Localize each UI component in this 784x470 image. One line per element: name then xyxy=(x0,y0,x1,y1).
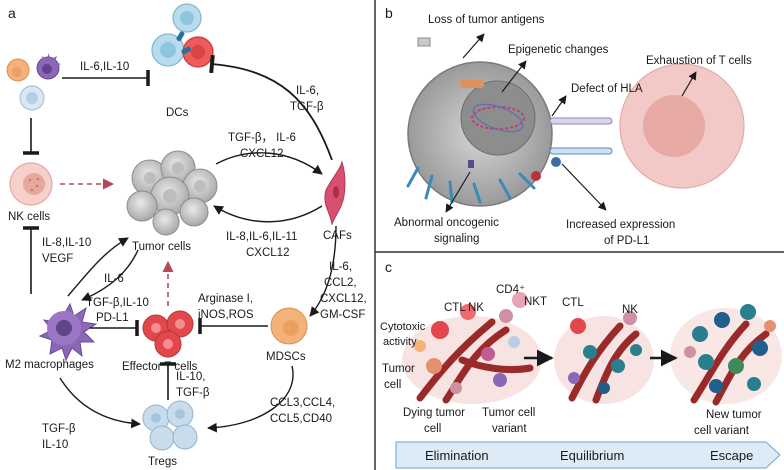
label-variant-l1: Tumor cell xyxy=(482,407,535,419)
arrow-loss-antigens xyxy=(462,33,485,59)
stage-progress-bar xyxy=(395,441,781,469)
label-il8-il6-il11-l1: IL-8,IL-6,IL-11 xyxy=(226,231,297,243)
arrow-mdsc-to-tregs xyxy=(207,365,294,433)
m2-macrophage xyxy=(38,302,98,362)
tumor-scene-elimination xyxy=(402,292,542,404)
label-caf-mdsc-l3: CXCL12, xyxy=(320,293,367,305)
arrow-caf-to-tumor xyxy=(213,205,323,223)
label-il10-tgfb-l1: IL-10, xyxy=(176,371,205,383)
label-caf-mdsc-l2: CCL2, xyxy=(324,277,357,289)
tumor-cells xyxy=(126,150,218,236)
label-cytotoxic-l2: activity xyxy=(383,336,417,348)
label-tgfb-il6-l2: CXCL12 xyxy=(240,148,283,160)
arrow-tumor-to-m2 xyxy=(81,249,139,302)
stage-escape: Escape xyxy=(710,448,753,463)
label-tgfb-il6-l1: TGF-β， IL-6 xyxy=(228,132,296,144)
label-dying-l2: cell xyxy=(424,423,441,435)
label-mdscs: MDSCs xyxy=(266,351,306,363)
label-cafs: CAFs xyxy=(323,230,352,242)
arrow-oncogenic xyxy=(445,171,471,213)
label-nk-1: NK xyxy=(468,302,484,314)
label-ctl-2: CTL xyxy=(562,297,584,309)
arrow-m2-to-tregs xyxy=(59,377,141,429)
synapse-receptors xyxy=(406,37,613,204)
nk-cells xyxy=(9,162,53,206)
label-il6-m2: IL-6 xyxy=(104,273,124,285)
caf-cell xyxy=(324,160,346,226)
tregs xyxy=(142,400,198,451)
label-tumor-cell-l2: cell xyxy=(384,379,401,391)
panel-c-label: c xyxy=(385,259,392,275)
arrow-caf-to-mdsc xyxy=(309,225,337,317)
inhibit-caf-to-dcs xyxy=(209,54,333,161)
label-nk-cells: NK cells xyxy=(8,211,50,223)
label-caf-mdsc-l4: GM-CSF xyxy=(320,309,365,321)
label-arginase-l1: Arginase I, xyxy=(198,293,253,305)
label-il8-il10-l1: IL-8,IL-10 xyxy=(42,237,91,249)
arrow-exhaustion xyxy=(681,71,697,97)
arrow-defect-hla xyxy=(551,95,567,117)
panel-b-label: b xyxy=(385,5,393,21)
effector-t-cells xyxy=(142,310,194,358)
label-arginase-l2: iNOS,ROS xyxy=(198,309,254,321)
label-il10-tgfb-l2: TGF-β xyxy=(176,387,210,399)
arrow-tumor-to-caf xyxy=(215,152,323,175)
label-ccl-l2: CCL5,CD40 xyxy=(270,413,332,425)
t-cell-large xyxy=(619,63,745,189)
stage-equilibrium: Equilibrium xyxy=(560,448,624,463)
label-il8-il6-il11-l2: CXCL12 xyxy=(246,247,289,259)
label-ccl-l1: CCL3,CCL4, xyxy=(270,397,335,409)
label-new-variant-l1: New tumor xyxy=(706,409,762,421)
label-epigenetic: Epigenetic changes xyxy=(508,44,609,56)
label-variant-l2: variant xyxy=(492,423,527,435)
innate-cell-cluster xyxy=(6,53,61,111)
tumor-cell-large xyxy=(407,61,553,207)
label-tumor-cells: Tumor cells xyxy=(132,241,191,253)
label-dying-l1: Dying tumor xyxy=(403,407,465,419)
label-exhaustion: Exhaustion of T cells xyxy=(646,55,752,67)
arrow-m2-to-tumor xyxy=(67,237,129,297)
label-cytotoxic-l1: Cytotoxic xyxy=(380,321,426,333)
label-tgfb-il10-pdl1-l1: TGF-β,IL-10 xyxy=(86,297,149,309)
label-loss-antigens: Loss of tumor antigens xyxy=(428,14,545,26)
label-tgfb-il10-tregs-l2: IL-10 xyxy=(42,439,68,451)
label-il6-il10: IL-6,IL-10 xyxy=(80,61,129,73)
panel-a-label: a xyxy=(8,5,16,21)
tumor-scene-escape xyxy=(670,304,782,406)
label-m2-macrophages: M2 macrophages xyxy=(5,359,94,371)
label-defect-hla: Defect of HLA xyxy=(571,83,643,95)
label-cd4: CD4⁺ xyxy=(496,284,525,296)
label-oncogenic-l1: Abnormal oncogenic xyxy=(394,217,499,229)
label-tumor-cell-l1: Tumor xyxy=(382,363,415,375)
label-dcs: DCs xyxy=(166,107,189,119)
label-pdl1-l1: Increased expression xyxy=(566,219,675,231)
label-new-variant-l2: cell variant xyxy=(694,425,750,437)
label-oncogenic-l2: signaling xyxy=(434,233,479,245)
label-il6-tgfb-l1: IL-6, xyxy=(296,85,319,97)
label-il6-tgfb-l2: TGF-β xyxy=(290,101,324,113)
label-il8-il10-l2: VEGF xyxy=(42,253,73,265)
tumor-scene-equilibrium xyxy=(554,311,654,404)
label-effector-t-cells: Effector T cells xyxy=(122,361,198,373)
mdscs xyxy=(270,307,308,345)
label-tregs: Tregs xyxy=(148,456,177,468)
label-pdl1-l2: of PD-L1 xyxy=(604,235,649,247)
arrow-epigenetic xyxy=(501,60,527,93)
label-tgfb-il10-tregs-l1: TGF-β xyxy=(42,423,76,435)
label-nkt: NKT xyxy=(524,296,547,308)
dendritic-cells xyxy=(151,3,214,68)
stage-elimination: Elimination xyxy=(425,448,489,463)
label-caf-mdsc-l1: IL-6, xyxy=(329,261,352,273)
label-tgfb-il10-pdl1-l2: PD-L1 xyxy=(96,312,129,324)
label-nk-2: NK xyxy=(622,304,638,316)
label-ctl-1: CTL xyxy=(444,302,466,314)
arrow-pdl1 xyxy=(561,163,607,211)
